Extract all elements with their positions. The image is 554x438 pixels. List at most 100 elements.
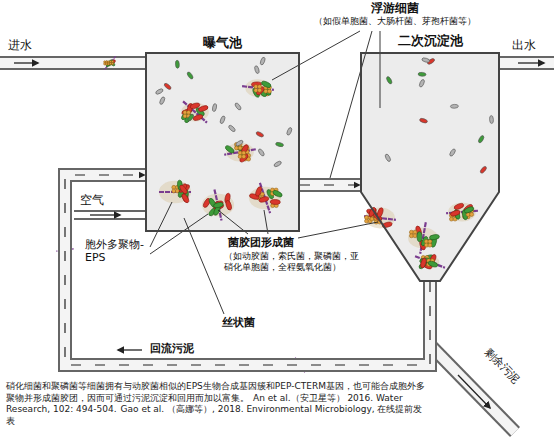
eps-label: 胞外多聚物-EPS	[85, 238, 149, 264]
bacterium	[235, 139, 244, 146]
bacterium	[239, 153, 250, 163]
clarifier-tank: 二次沉淀池	[360, 52, 500, 282]
bacterium	[213, 202, 224, 209]
pipe-wall	[65, 175, 430, 365]
pipe-inner	[65, 175, 430, 365]
pipe-wall	[300, 178, 360, 192]
bacterium	[386, 76, 393, 85]
caption-block: 硝化细菌和聚磷菌等细菌拥有与动胶菌相似的EPS生物合成基因簇和PEP-CTERM…	[6, 381, 426, 427]
bacterium	[259, 57, 265, 66]
bacterium	[225, 200, 233, 211]
inlet-pipe	[0, 56, 146, 70]
coccus	[107, 63, 109, 65]
bacterium	[228, 124, 236, 132]
bacterium	[255, 131, 264, 138]
bacterium	[261, 80, 272, 88]
clarifier-outline	[361, 53, 499, 281]
leader-line	[298, 222, 378, 238]
bacterium	[190, 102, 201, 109]
bacterium	[489, 115, 493, 123]
bacterium	[258, 196, 269, 203]
flow-connector	[300, 184, 360, 185]
bacterium	[110, 59, 116, 65]
eps-matrix	[159, 181, 191, 203]
coccus	[428, 243, 432, 247]
outlet-pipe-inner	[499, 58, 554, 68]
bacterium	[108, 60, 113, 66]
bacterium	[421, 57, 430, 63]
bacterium	[219, 115, 226, 124]
bacterium	[286, 127, 293, 136]
bacterium	[450, 104, 458, 108]
eps-matrix	[202, 194, 234, 216]
eps-matrix	[105, 60, 114, 66]
flow-arrow	[14, 62, 38, 63]
bacterium	[449, 148, 456, 157]
bacterium	[255, 186, 263, 197]
clarifier-water	[360, 52, 500, 282]
outlet-label: 出水	[512, 38, 536, 52]
tank-title: 二次沉淀池	[398, 33, 463, 49]
bacterium	[270, 199, 280, 204]
bacterium	[419, 79, 426, 88]
bacterium	[427, 260, 438, 268]
leader-line	[272, 31, 360, 80]
bacterium	[429, 234, 440, 240]
sludge-pipe	[65, 175, 430, 365]
aeration-water	[145, 52, 300, 232]
bacterium	[163, 82, 172, 90]
return-sludge-label: 回流污泥	[150, 342, 194, 355]
bacterium	[417, 232, 422, 242]
bacterium	[418, 72, 426, 76]
eps-matrix	[249, 187, 281, 209]
inlet-pipe-inner	[0, 58, 146, 68]
air-pipe-inner	[74, 212, 146, 218]
flow-arrow	[518, 62, 544, 63]
leader-line	[150, 202, 172, 247]
bacterium	[234, 102, 242, 111]
bacterium	[450, 209, 461, 217]
eps-matrix	[365, 208, 395, 229]
clarifier-outline	[360, 52, 500, 282]
bacterium	[275, 142, 284, 148]
coccus	[413, 234, 417, 238]
bacterium	[384, 153, 391, 162]
floc-former-label: 菌胶团形成菌	[228, 236, 294, 249]
sludge-pipe	[300, 185, 360, 186]
bacterium	[272, 189, 283, 198]
free-bacteria-label: 浮游细菌	[371, 1, 419, 15]
bacterium	[479, 165, 487, 174]
coccus	[111, 63, 113, 65]
flow-arrow	[458, 375, 490, 408]
excess-sludge-label: 剩余污泥	[482, 346, 522, 387]
flow-connector	[65, 175, 430, 365]
bacterium	[254, 65, 260, 74]
air-label: 空气	[80, 193, 104, 207]
filament	[104, 56, 115, 69]
bacterium	[107, 59, 113, 65]
bacterium	[419, 118, 428, 124]
bacterium	[181, 193, 190, 204]
return-arrow	[118, 349, 142, 350]
coccus	[470, 212, 474, 216]
aeration-tank: 曝气池	[145, 52, 300, 232]
bacterium	[463, 203, 474, 213]
air-pipe	[74, 210, 146, 220]
leader-line	[150, 214, 208, 254]
coccus	[238, 146, 242, 150]
leader-line	[184, 218, 224, 314]
bacterium	[273, 160, 282, 167]
bacterium	[186, 71, 194, 80]
tank-title: 曝气池	[203, 35, 242, 51]
bacterium	[420, 258, 427, 269]
bacterium	[192, 114, 203, 122]
bacterium	[187, 113, 195, 122]
bacterium	[106, 61, 110, 67]
free-bacteria-examples: （如假单胞菌、大肠杆菌、芽孢杆菌等）	[314, 16, 476, 27]
bacterium	[159, 96, 166, 105]
inlet-label: 进水	[8, 38, 32, 52]
bacterium	[224, 144, 235, 154]
bacterium	[420, 236, 428, 247]
